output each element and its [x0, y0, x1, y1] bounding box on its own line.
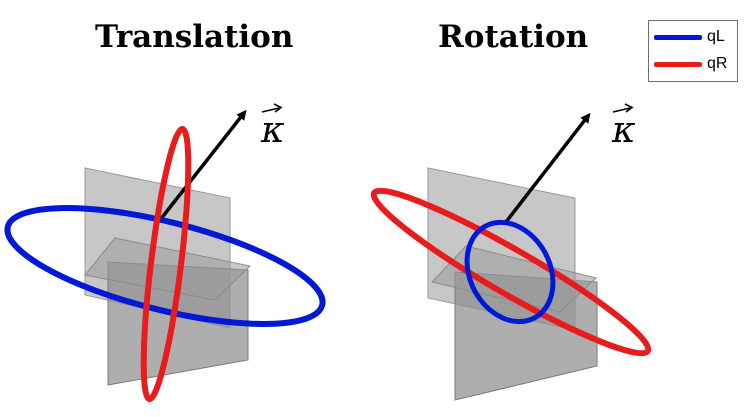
legend-line-qL	[654, 35, 702, 40]
translation-kappa-vec-arrow	[261, 107, 280, 113]
rotation-kappa-vec-arrow	[612, 107, 631, 113]
translation-qR-ring	[140, 126, 192, 402]
translation-horizontal-plane	[84, 237, 252, 301]
rotation-qR-ring	[370, 187, 652, 357]
legend-label-qL: qL	[707, 28, 725, 45]
translation-title: Translation	[95, 19, 294, 55]
rotation-title: Rotation	[438, 19, 589, 55]
rotation-kappa-arrow	[504, 112, 591, 224]
rotation-panel	[370, 112, 652, 401]
rotation-qL-ring	[464, 219, 556, 325]
legend-line-qR	[654, 62, 702, 67]
translation-panel	[4, 109, 326, 402]
translation-kappa-vec-head	[273, 103, 283, 113]
translation-qL-ring	[4, 205, 326, 327]
legend-item-qR: qR	[649, 52, 737, 78]
legend: qL qR	[648, 20, 738, 82]
translation-kappa-label: κ	[260, 110, 285, 151]
legend-label-qR: qR	[707, 55, 728, 72]
rotation-kappa-vec-head	[624, 103, 634, 113]
legend-item-qL: qL	[649, 25, 737, 51]
rotation-kappa-label: κ	[611, 110, 636, 151]
translation-kappa-arrow	[158, 109, 247, 222]
